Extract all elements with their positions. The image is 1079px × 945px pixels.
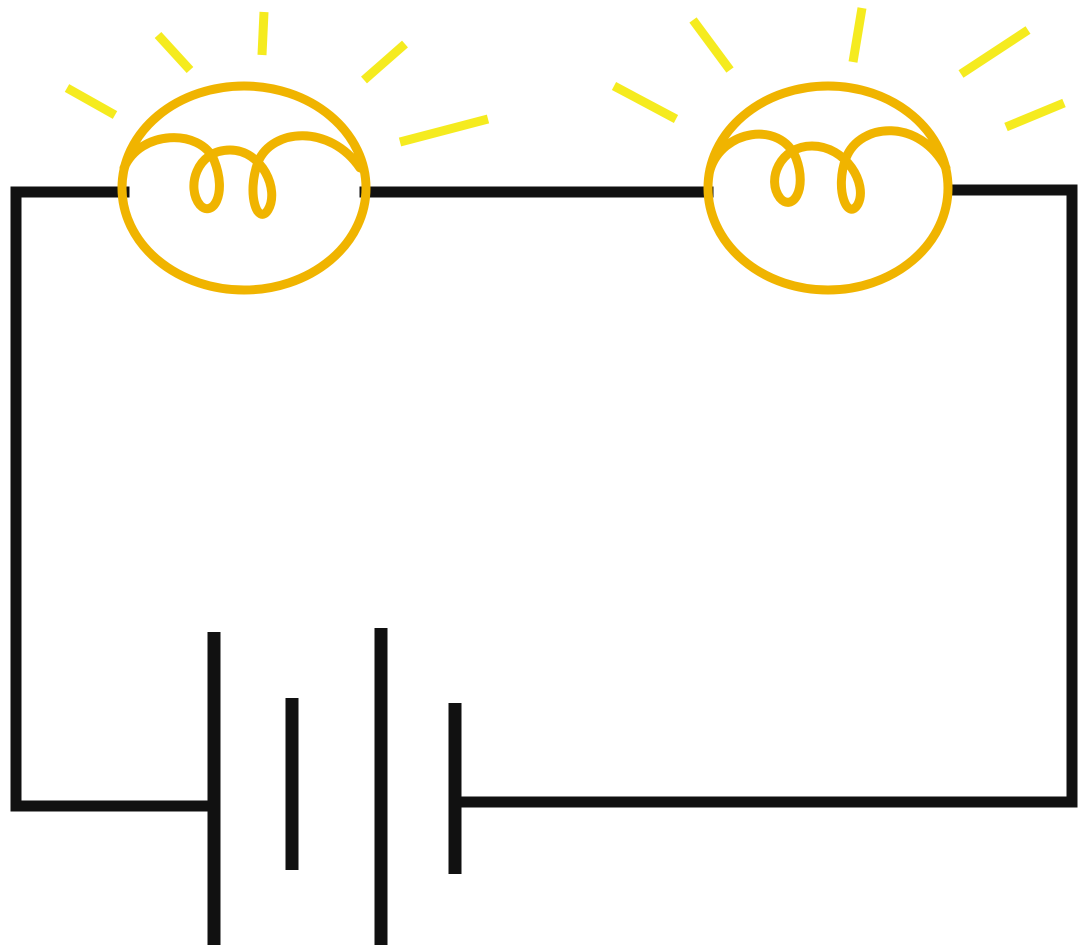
glow-rays-bulb-2 — [611, 7, 1066, 132]
glow-ray — [958, 26, 1031, 78]
bulb-glass-2 — [703, 81, 953, 295]
glow-ray — [154, 31, 194, 74]
glow-ray — [361, 40, 408, 84]
glow-ray — [848, 7, 867, 63]
glow-ray — [611, 82, 679, 123]
glow-ray — [689, 17, 734, 73]
glow-ray — [1004, 98, 1066, 132]
bulb-2 — [611, 7, 1066, 295]
wire-right-loop — [454, 184, 1078, 808]
battery — [207, 628, 462, 945]
wire-left-loop — [10, 186, 216, 812]
filament-2 — [705, 126, 951, 214]
circuit-wires — [10, 184, 1078, 812]
filament-1 — [119, 131, 365, 219]
bulb-1 — [64, 11, 490, 295]
glow-ray — [64, 84, 118, 119]
bulb-glass-1 — [117, 81, 371, 295]
glow-ray — [257, 11, 269, 56]
glow-rays-bulb-1 — [64, 11, 490, 147]
glow-ray — [398, 114, 490, 147]
